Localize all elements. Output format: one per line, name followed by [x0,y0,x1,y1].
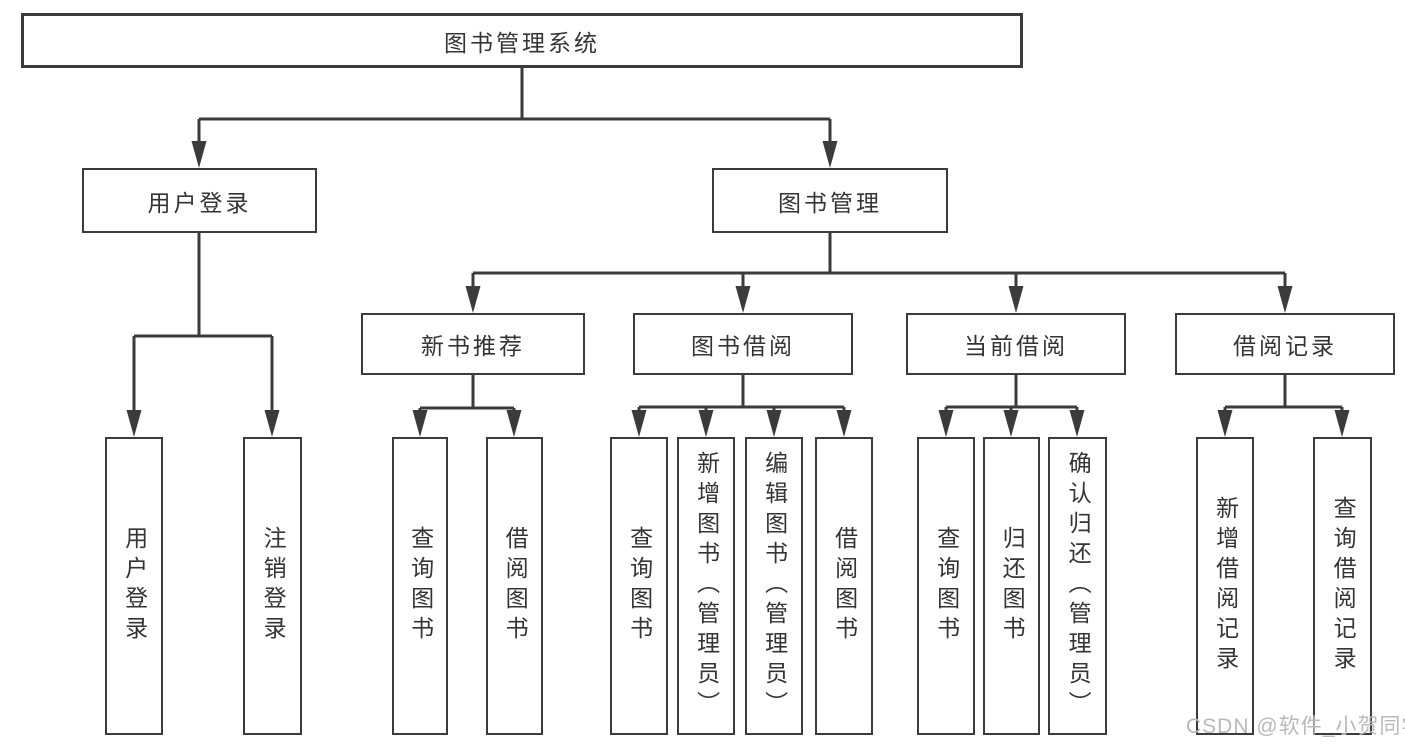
node-label: 查询借阅记录 [1330,496,1357,676]
node-label: 归还图书 [999,526,1026,646]
node-label: 借阅图书 [831,526,858,646]
node-label: 查询图书 [626,526,653,646]
leaf-borrow-books-recommend: 借阅图书 [486,437,543,735]
node-label: 新书推荐 [421,333,525,359]
node-current-borrowing: 当前借阅 [906,313,1126,375]
leaf-logout: 注销登录 [243,437,302,735]
node-label: 用户登录 [121,526,148,646]
leaf-edit-book-admin: 编辑图书（管理员） [745,437,803,735]
node-label: 图书管理 [778,189,882,216]
node-label: 查询图书 [933,526,960,646]
leaf-borrow-books-borrowing: 借阅图书 [815,437,873,735]
leaf-query-borrow-record: 查询借阅记录 [1313,437,1372,735]
leaf-query-books-recommend: 查询图书 [392,437,448,735]
node-user-login: 用户登录 [82,168,317,233]
node-label: 借阅记录 [1233,333,1337,359]
node-label: 新增图书（管理员） [693,451,720,721]
node-label: 确认归还（管理员） [1065,451,1092,721]
node-label: 图书管理系统 [444,29,600,56]
leaf-add-book-admin: 新增图书（管理员） [677,437,735,735]
arrowheads-group [126,141,1350,437]
leaf-confirm-return-admin: 确认归还（管理员） [1048,437,1107,735]
node-label: 图书借阅 [691,333,795,359]
node-label: 借阅图书 [502,526,529,646]
node-new-book-recommendation: 新书推荐 [361,313,585,375]
node-label: 查询图书 [407,526,434,646]
node-book-borrowing: 图书借阅 [633,313,853,375]
csdn-watermark: CSDN @软件_小贺同学 [1186,715,1405,738]
leaf-add-borrow-record: 新增借阅记录 [1196,437,1254,735]
node-borrowing-records: 借阅记录 [1175,313,1395,375]
node-library-management-system: 图书管理系统 [21,13,1023,68]
node-book-management: 图书管理 [712,168,948,233]
node-label: 注销登录 [260,526,287,646]
node-label: 编辑图书（管理员） [761,451,788,721]
leaf-query-books-current: 查询图书 [917,437,975,735]
node-label: 用户登录 [147,189,252,216]
leaf-user-login: 用户登录 [105,437,163,735]
leaf-return-books: 归还图书 [983,437,1040,735]
node-label: 当前借阅 [964,333,1068,359]
node-label: 新增借阅记录 [1212,496,1239,676]
leaf-query-books-borrowing: 查询图书 [610,437,668,735]
